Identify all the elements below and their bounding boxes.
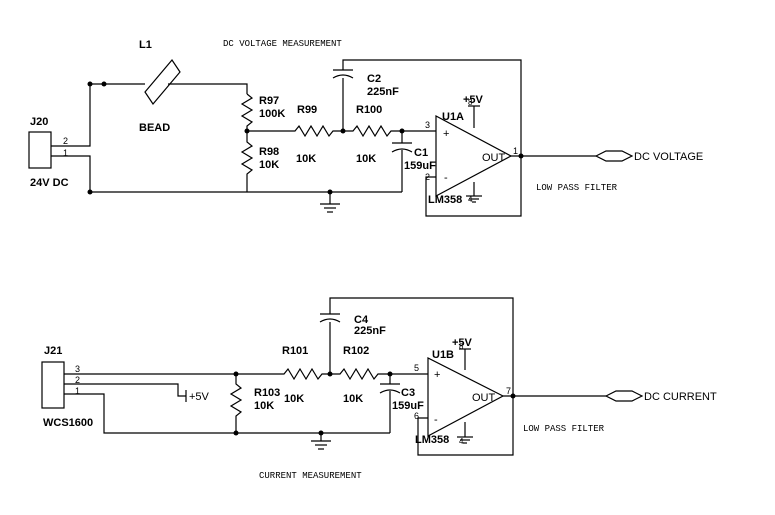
opamp-u1a [435,115,513,197]
current-section-title: CURRENT MEASUREMENT [259,471,362,481]
u1a-pin-3: 3 [425,120,430,130]
j20-pin-1: 1 [63,148,68,158]
ground-icon [457,436,473,444]
junction-dot [518,153,524,159]
u1b-part: LM358 [415,434,449,446]
r103-value: 10K [254,400,274,412]
r103-ref: R103 [254,387,280,399]
dc-voltage-circuit: DC VOLTAGE MEASUREMENT J20 24V DC 2 1 L1… [28,39,703,217]
resistor-r97 [240,93,254,131]
resistor-r102 [330,367,390,381]
r98-value: 10K [259,159,279,171]
r102-ref: R102 [343,345,369,357]
resistor-r98 [240,131,254,192]
r100-ref: R100 [356,104,382,116]
u1b-supply: +5V [452,337,473,349]
j21-supply-label: +5V [189,391,210,403]
c4-value: 225nF [354,325,386,337]
u1a-pin-1: 1 [513,146,518,156]
j21-ref: J21 [44,345,62,357]
j20-ref: J20 [30,116,48,128]
wire-c2-feedback [342,59,522,157]
resistor-r99 [247,124,343,138]
r99-value: 10K [296,153,316,165]
r102-value: 10K [343,393,363,405]
r100-value: 10K [356,153,376,165]
c2-ref: C2 [367,73,381,85]
u1b-pin-5: 5 [414,363,419,373]
j20-value: 24V DC [30,177,69,189]
j20-connector-body [28,131,52,169]
u1a-part: LM358 [428,194,462,206]
c3-value: 159uF [392,400,424,412]
r97-value: 100K [259,108,285,120]
bead-inductor-l1 [144,59,181,105]
c1-ref: C1 [414,147,428,159]
u1b-minus-sign: - [434,414,438,426]
dc-voltage-net-label: DC VOLTAGE [634,151,703,163]
r97-ref: R97 [259,95,279,107]
net-port-icon [604,390,644,402]
capacitor-c2-plate-curved [332,74,354,79]
j20-pin-2: 2 [63,136,68,146]
l1-ref: L1 [139,39,152,51]
junction-dot [87,81,93,87]
ground-icon [311,440,331,450]
resistor-r100 [343,124,402,138]
u1a-supply: +5V [463,94,484,106]
dc-current-net-label: DC CURRENT [644,391,717,403]
dc-voltage-section-title: DC VOLTAGE MEASUREMENT [223,39,342,49]
r98-ref: R98 [259,146,279,158]
capacitor-c4-plate-curved [319,318,341,323]
u1b-ref: U1B [432,349,454,361]
resistor-r103 [229,374,243,433]
wire-u1a-minus-feedback [425,157,522,217]
c4-ref: C4 [354,314,369,326]
j21-pin-2: 2 [75,375,80,385]
l1-value: BEAD [139,122,170,134]
u1a-pin-8: 8 [468,98,473,107]
j21-pin-1: 1 [75,386,80,396]
r101-ref: R101 [282,345,308,357]
u1a-out-label: OUT [482,152,506,164]
u1b-pin-8: 8 [459,342,464,351]
u1b-pin-4: 4 [459,437,464,446]
dc-current-circuit: J21 WCS1600 3 2 1 +5V R103 10K R101 10K [41,297,717,481]
r101-value: 10K [284,393,304,405]
junction-dot [510,393,516,399]
c1-value: 159uF [404,160,436,172]
u1a-ref: U1A [442,111,464,123]
resistor-r101 [236,367,330,381]
c2-value: 225nF [367,86,399,98]
r99-ref: R99 [297,104,317,116]
junction-dot [87,189,93,195]
wire-c4-feedback [329,297,514,396]
u1b-out-label: OUT [472,392,496,404]
j21-connector-body [41,361,65,409]
ground-icon [466,195,482,203]
j21-pin-3: 3 [75,364,80,374]
dc-voltage-filter-label: LOW PASS FILTER [536,183,618,193]
dc-current-filter-label: LOW PASS FILTER [523,424,605,434]
capacitor-c1-plate-curved [391,148,413,153]
u1a-plus-sign: + [443,128,449,140]
wire-j21-ground [64,393,236,434]
wire-j20-pin1-to-ground-bus [51,155,247,193]
wire-u1b-minus-feedback [417,396,514,456]
ground-icon [320,203,340,213]
junction-dot [101,81,107,87]
j21-value: WCS1600 [43,417,93,429]
net-port-icon [594,150,634,162]
u1b-pin-6: 6 [414,411,419,421]
capacitor-c3-plate-curved [379,389,401,394]
wire-j21-supply [64,383,186,397]
u1b-plus-sign: + [434,369,440,381]
wire-bead-to-r97 [168,83,248,94]
opamp-u1b [427,357,505,437]
u1b-pin-7: 7 [506,386,511,396]
wire-j20-pin2-to-bead [51,83,145,147]
c3-ref: C3 [401,387,415,399]
u1a-minus-sign: - [444,172,448,184]
